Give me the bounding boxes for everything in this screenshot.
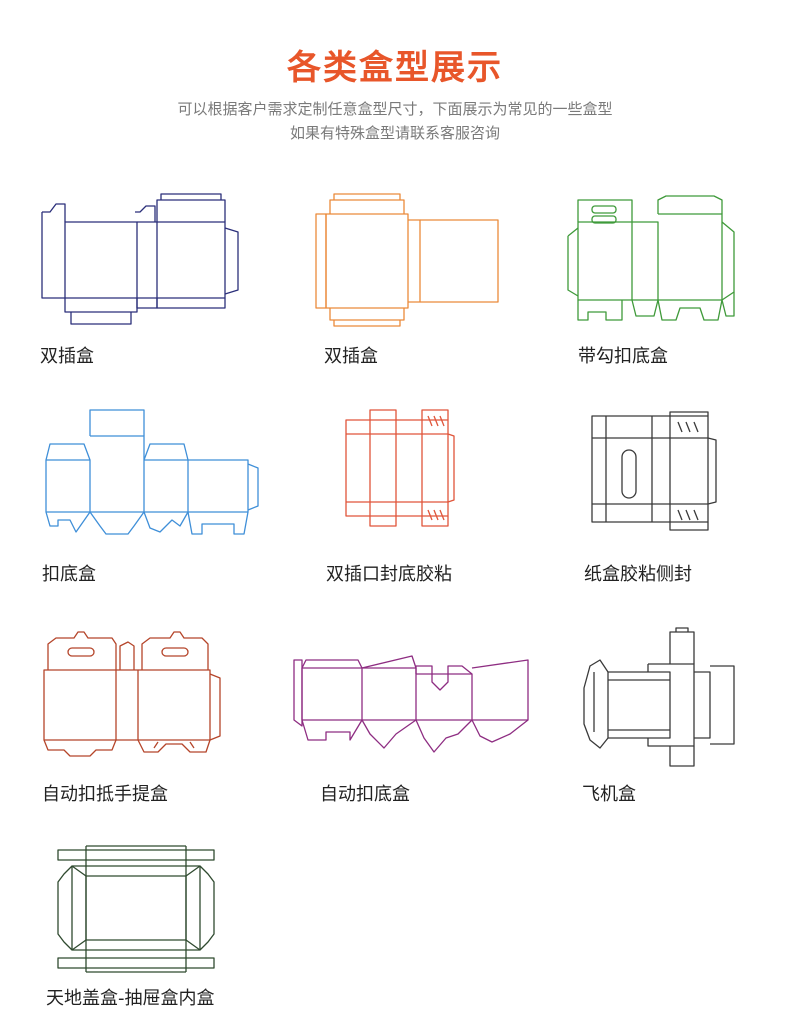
box-template-tuck-glued-bottom: 双插口封底胶粘 — [326, 408, 526, 588]
double-tuck-box-dieline — [41, 193, 239, 325]
page-subtitle-line-1: 可以根据客户需求定制任意盒型尺寸，下面展示为常见的一些盒型 — [177, 100, 613, 118]
box-template-mailer: 飞机盒 — [582, 627, 782, 808]
telescope-drawer-dieline — [57, 845, 215, 973]
page-subtitle-line-2: 如果有特殊盒型请联系客服咨询 — [289, 124, 500, 142]
box-label-10: 天地盖盒-抽屉盒内盒 — [46, 988, 215, 1009]
box-label-9: 飞机盒 — [582, 784, 636, 805]
box-template-double-tuck-1: 双插盒 — [40, 190, 240, 370]
side-glued-box-dieline — [591, 411, 717, 531]
tuck-glued-bottom-dieline — [345, 409, 455, 527]
box-label-8: 自动扣底盒 — [320, 784, 410, 805]
auto-lock-handle-dieline — [43, 631, 221, 757]
box-template-telescope-drawer: 天地盖盒-抽屉盒内盒 — [44, 842, 264, 1022]
box-template-snap-bottom: 扣底盒 — [40, 408, 260, 588]
box-label-1: 双插盒 — [40, 346, 94, 367]
box-label-7: 自动扣抵手提盒 — [42, 784, 168, 805]
box-label-2: 双插盒 — [324, 346, 378, 367]
hook-bottom-box-dieline — [567, 195, 735, 321]
box-template-double-tuck-2: 双插盒 — [315, 190, 516, 370]
box-label-3: 带勾扣底盒 — [578, 346, 668, 367]
box-template-side-glued: 纸盒胶粘侧封 — [584, 408, 784, 588]
double-tuck-box-dieline-orange — [315, 193, 499, 327]
box-label-4: 扣底盒 — [42, 564, 96, 585]
box-template-auto-lock-bottom: 自动扣底盒 — [292, 630, 532, 810]
box-template-hook-bottom: 带勾扣底盒 — [566, 192, 766, 372]
auto-lock-bottom-dieline — [293, 655, 529, 753]
page-title: 各类盒型展示 — [287, 48, 503, 88]
mailer-box-dieline — [583, 627, 735, 767]
box-label-6: 纸盒胶粘侧封 — [584, 564, 692, 585]
snap-bottom-box-dieline — [45, 409, 259, 535]
box-label-5: 双插口封底胶粘 — [326, 564, 452, 585]
box-template-auto-lock-handle: 自动扣抵手提盒 — [40, 630, 240, 810]
